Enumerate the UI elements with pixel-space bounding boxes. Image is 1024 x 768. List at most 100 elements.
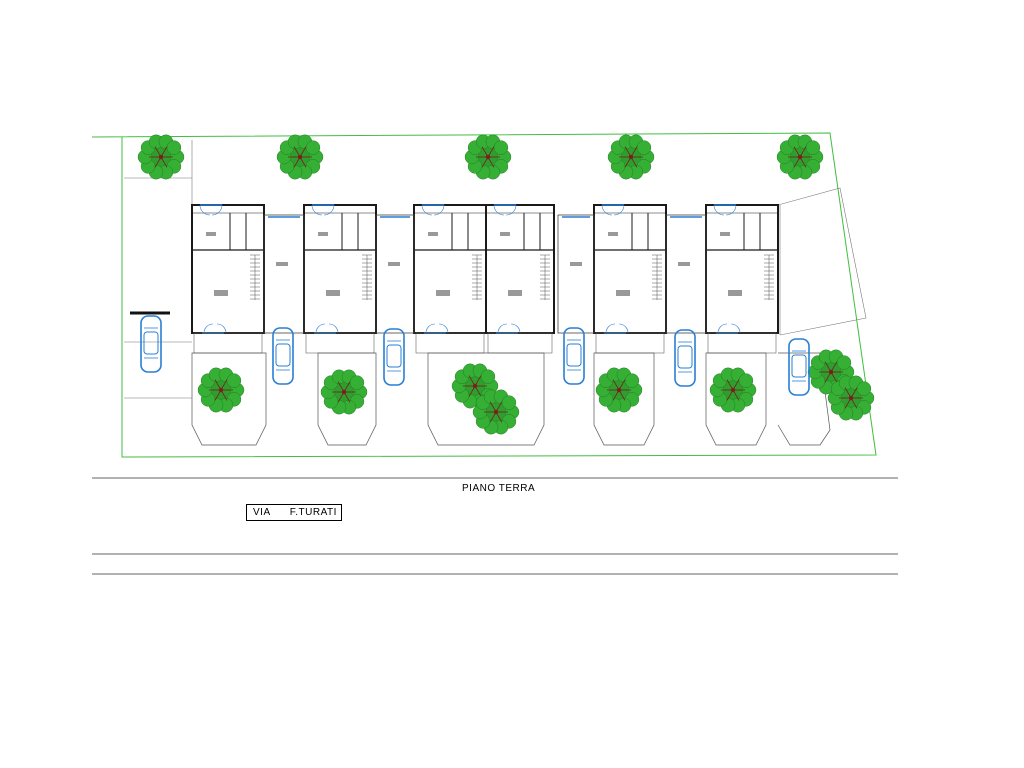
door-icon [211, 204, 223, 216]
porch [595, 332, 665, 354]
stair-icon [540, 254, 550, 300]
tree-icon [197, 367, 245, 413]
room-label-mark [570, 262, 582, 266]
tree-icon [320, 369, 368, 415]
door-icon [216, 323, 227, 334]
garden-plot [191, 352, 267, 446]
unit-outer-wall [593, 204, 667, 334]
tree-icon [776, 134, 824, 180]
stair-icon [362, 254, 372, 300]
stair-icon [250, 254, 260, 300]
garden-plot [427, 352, 545, 446]
door-icon [725, 204, 737, 216]
tree-icon [137, 134, 185, 180]
garden-plot [593, 352, 655, 446]
door-icon [505, 204, 517, 216]
garage-bay [665, 214, 707, 334]
room-label-mark [728, 290, 742, 296]
door-icon [425, 323, 436, 334]
tree-icon [472, 389, 520, 435]
porch [707, 332, 777, 354]
tree-icon [827, 375, 875, 421]
door-icon [328, 323, 339, 334]
room-label-mark [608, 232, 618, 236]
door-icon [315, 323, 326, 334]
front-gardens [191, 352, 831, 446]
door-icon [605, 323, 616, 334]
units-layer [191, 204, 779, 354]
door-icon [323, 204, 335, 216]
door-icon [601, 204, 613, 216]
room-label-mark [678, 262, 690, 266]
room-label-mark [214, 290, 228, 296]
door-icon [433, 204, 445, 216]
unit-outer-wall [485, 204, 555, 334]
door-icon [730, 323, 741, 334]
door-icon [717, 323, 728, 334]
room-label-mark [206, 232, 216, 236]
room-label-mark [276, 262, 288, 266]
garden-plot [317, 352, 377, 446]
door-icon [618, 323, 629, 334]
garage-bay [557, 214, 595, 334]
tree-icon [276, 134, 324, 180]
unit-outer-wall [705, 204, 779, 334]
unit-4 [485, 204, 555, 354]
door-icon [311, 204, 323, 216]
room-label-mark [326, 290, 340, 296]
unit-5 [593, 204, 667, 354]
car-icon [272, 327, 294, 385]
porch [305, 332, 375, 354]
garage-outline [665, 214, 707, 334]
garage-outline [263, 214, 305, 334]
street-name-box: VIA F.TURATI [246, 504, 342, 521]
garage-bay [263, 214, 305, 334]
unit-outer-wall [413, 204, 487, 334]
floor-label: PIANO TERRA [462, 483, 536, 494]
trees-layer [137, 134, 875, 435]
garage-outline [557, 214, 595, 334]
garden-plot [777, 352, 831, 446]
garage-outline [375, 214, 415, 334]
tree-icon [807, 349, 855, 395]
porch [487, 332, 553, 354]
property-boundary [91, 132, 877, 458]
unit-6 [705, 204, 779, 354]
porch [415, 332, 485, 354]
door-icon [421, 204, 433, 216]
door-icon [199, 204, 211, 216]
tree-icon [595, 367, 643, 413]
door-icon [510, 323, 521, 334]
room-label-mark [616, 290, 630, 296]
tree-icon [607, 134, 655, 180]
car-icon [140, 315, 162, 373]
room-label-mark [428, 232, 438, 236]
room-label-mark [318, 232, 328, 236]
door-icon [497, 323, 508, 334]
tree-icon [464, 134, 512, 180]
tree-icon [709, 367, 757, 413]
unit-3 [413, 204, 487, 354]
car-icon [674, 329, 696, 387]
street-name: VIA F.TURATI [253, 507, 337, 518]
unit-outer-wall [303, 204, 377, 334]
garden-plot [705, 352, 767, 446]
car-icon [563, 327, 585, 385]
door-icon [713, 204, 725, 216]
room-label-mark [720, 232, 730, 236]
street-lines [92, 477, 898, 575]
room-label-mark [500, 232, 510, 236]
unit-2 [303, 204, 377, 354]
car-icon [383, 328, 405, 386]
room-label-mark [436, 290, 450, 296]
garage-bay [375, 214, 415, 334]
room-label-mark [508, 290, 522, 296]
door-icon [493, 204, 505, 216]
door-icon [438, 323, 449, 334]
door-icon [203, 323, 214, 334]
cars-layer [140, 315, 810, 396]
unit-outer-wall [191, 204, 265, 334]
stair-icon [472, 254, 482, 300]
room-label-mark [388, 262, 400, 266]
